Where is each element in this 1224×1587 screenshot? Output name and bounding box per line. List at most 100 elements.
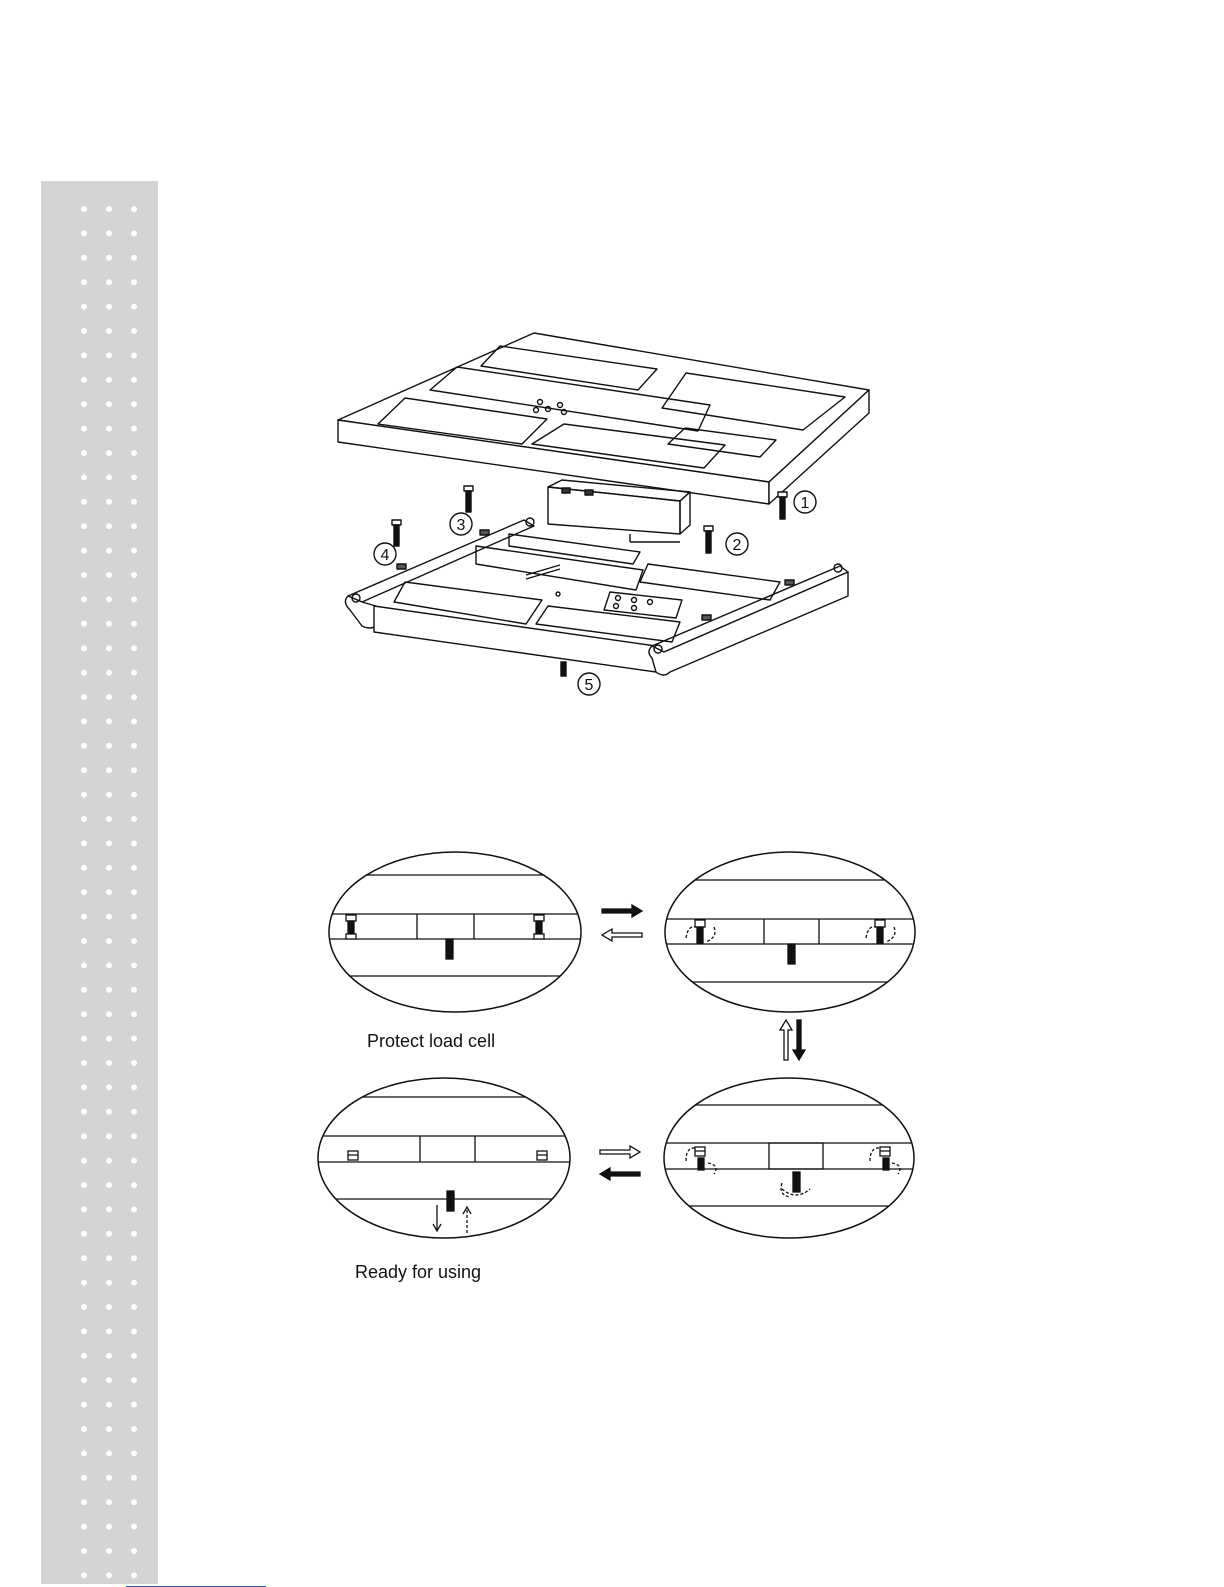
sidebar-dot (81, 474, 87, 480)
arrow-c-to-d (600, 1146, 640, 1158)
sidebar-dot (106, 889, 112, 895)
sidebar-dot (106, 377, 112, 383)
sidebar-dot (131, 1304, 137, 1310)
sidebar-dot (106, 1036, 112, 1042)
sidebar-dot (131, 206, 137, 212)
sidebar-dot (81, 1182, 87, 1188)
sidebar-dot (106, 1109, 112, 1115)
arrow-b-to-d (793, 1020, 805, 1060)
caption-ready-for-using: Ready for using (355, 1262, 481, 1283)
sidebar-dot (106, 230, 112, 236)
sidebar-dot (131, 962, 137, 968)
sidebar-dot (131, 792, 137, 798)
sidebar-dot (81, 987, 87, 993)
sidebar-dot (131, 816, 137, 822)
sidebar-dot (81, 718, 87, 724)
sidebar-dot (106, 450, 112, 456)
sidebar-dot (81, 304, 87, 310)
sidebar-dot (106, 1475, 112, 1481)
sidebar-dot (131, 1450, 137, 1456)
sidebar-dot (81, 1450, 87, 1456)
sidebar-dot (81, 352, 87, 358)
sidebar-dot (106, 572, 112, 578)
callout-1: 1 (801, 495, 810, 512)
sidebar-dot (81, 1084, 87, 1090)
sidebar-dot (81, 1572, 87, 1578)
sidebar-dot (131, 279, 137, 285)
sidebar-dot (106, 1060, 112, 1066)
sidebar-dot (106, 255, 112, 261)
sidebar-dot (106, 1133, 112, 1139)
sidebar-dot (81, 694, 87, 700)
sidebar-dot (106, 401, 112, 407)
sidebar-dot (131, 304, 137, 310)
sidebar-dot (81, 938, 87, 944)
sidebar-dot (81, 1548, 87, 1554)
sidebar-dot (106, 1182, 112, 1188)
sidebar-dot (81, 767, 87, 773)
sidebar-dot-pattern (41, 181, 158, 1584)
sidebar-dot (81, 1158, 87, 1164)
sidebar-dot (81, 889, 87, 895)
sidebar-dot (131, 1280, 137, 1286)
sidebar-dot (106, 1426, 112, 1432)
sidebar-dot (106, 962, 112, 968)
sidebar-dot (131, 670, 137, 676)
sidebar-dot (106, 1548, 112, 1554)
sidebar-dot (106, 840, 112, 846)
sidebar-dot (131, 718, 137, 724)
sidebar-dot (131, 1255, 137, 1261)
sidebar-dot (81, 1255, 87, 1261)
sidebar-dot (81, 426, 87, 432)
sidebar-dot (106, 1231, 112, 1237)
sidebar-dot (106, 1353, 112, 1359)
sidebar-dot (106, 1402, 112, 1408)
sidebar-dot (106, 426, 112, 432)
sidebar-dot (131, 1231, 137, 1237)
sidebar-dot (131, 426, 137, 432)
sidebar-dot (131, 1377, 137, 1383)
sidebar-dot (106, 1304, 112, 1310)
sidebar-dot (131, 840, 137, 846)
sidebar-dot (131, 767, 137, 773)
sidebar-dot (131, 1206, 137, 1212)
sidebar-dot (106, 1450, 112, 1456)
sidebar-dot (81, 548, 87, 554)
sidebar-dot (81, 840, 87, 846)
sidebar-dot (106, 865, 112, 871)
sidebar-dot (106, 816, 112, 822)
sidebar-dot (131, 938, 137, 944)
sidebar-dot (81, 1133, 87, 1139)
detail-load-cell-bolt-removed (650, 1078, 930, 1238)
callout-4: 4 (381, 547, 390, 564)
sidebar-dot (81, 230, 87, 236)
sidebar-dot (131, 743, 137, 749)
bolt-1 (778, 491, 816, 519)
sidebar-dot (106, 304, 112, 310)
sidebar-dot (81, 1328, 87, 1334)
sidebar-dot (106, 670, 112, 676)
sidebar-dot (131, 1402, 137, 1408)
sidebar-dot (106, 1572, 112, 1578)
sidebar-dot (81, 621, 87, 627)
sidebar-dot (106, 767, 112, 773)
sidebar-dot (106, 938, 112, 944)
sidebar-dot (106, 1328, 112, 1334)
sidebar-dot (81, 328, 87, 334)
sidebar-dot (106, 548, 112, 554)
detail-protect-load-cell (310, 852, 610, 1012)
sidebar-dot (106, 206, 112, 212)
sidebar-dot (81, 596, 87, 602)
sidebar-dot (131, 596, 137, 602)
sidebar-dot (131, 255, 137, 261)
sidebar-dot (106, 987, 112, 993)
sidebar-dot (131, 694, 137, 700)
sidebar-dot (81, 1426, 87, 1432)
sidebar-dot (131, 987, 137, 993)
sidebar-dot (131, 1133, 137, 1139)
sidebar-dot (131, 523, 137, 529)
sidebar-dot (81, 1524, 87, 1530)
sidebar-dot (81, 1231, 87, 1237)
sidebar-dot (81, 645, 87, 651)
sidebar-dot (131, 377, 137, 383)
